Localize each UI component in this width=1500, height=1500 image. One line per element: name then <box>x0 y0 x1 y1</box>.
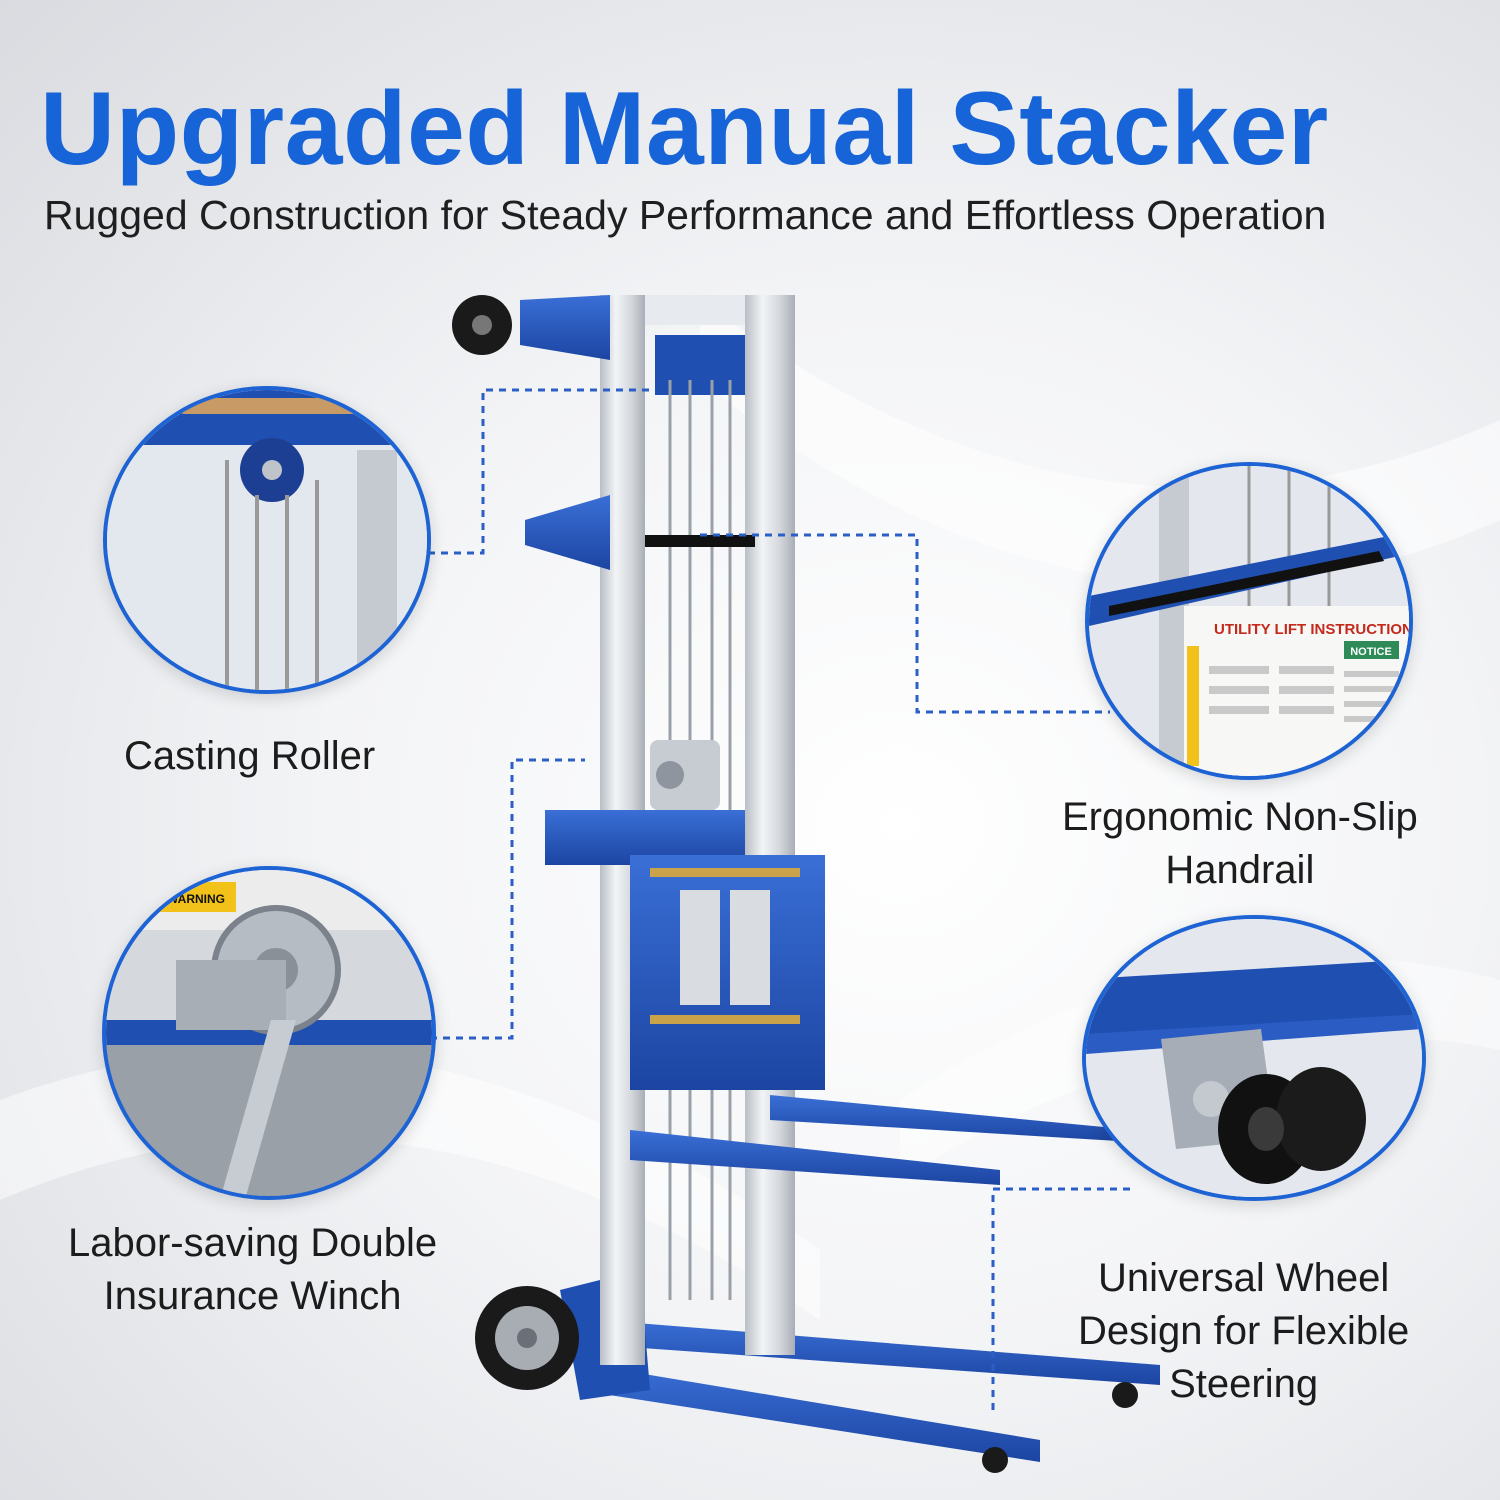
page-subtitle: Rugged Construction for Steady Performan… <box>44 192 1327 238</box>
winch-label-line1: Labor-saving Double <box>68 1221 438 1265</box>
winch-warning-text: WARNING <box>167 892 225 906</box>
sign-title: UTILITY LIFT INSTRUCTIONS <box>1214 621 1409 638</box>
sign-notice: NOTICE <box>1350 646 1392 658</box>
universal-wheel-label-line1: Universal Wheel <box>1098 1256 1390 1300</box>
page-title: Upgraded Manual Stacker <box>40 71 1329 187</box>
universal-wheel-label-line2: Design for Flexible <box>1078 1309 1410 1353</box>
handrail-detail: UTILITY LIFT INSTRUCTIONS NOTICE <box>1085 462 1413 780</box>
handrail-label-line2: Handrail <box>1165 848 1315 892</box>
handrail-label-line1: Ergonomic Non-Slip <box>1062 795 1418 839</box>
casting-roller-detail <box>103 386 431 694</box>
handrail-label: Ergonomic Non-Slip Handrail <box>1062 791 1418 897</box>
winch-label: Labor-saving Double Insurance Winch <box>68 1217 437 1323</box>
winch-detail: WARNING <box>102 866 436 1200</box>
universal-wheel-label-line3: Steering <box>1169 1362 1319 1406</box>
universal-wheel-label: Universal Wheel Design for Flexible Stee… <box>1078 1252 1409 1411</box>
universal-wheel-detail <box>1082 915 1426 1201</box>
winch-label-line2: Insurance Winch <box>103 1274 402 1318</box>
casting-roller-label: Casting Roller <box>124 734 376 778</box>
